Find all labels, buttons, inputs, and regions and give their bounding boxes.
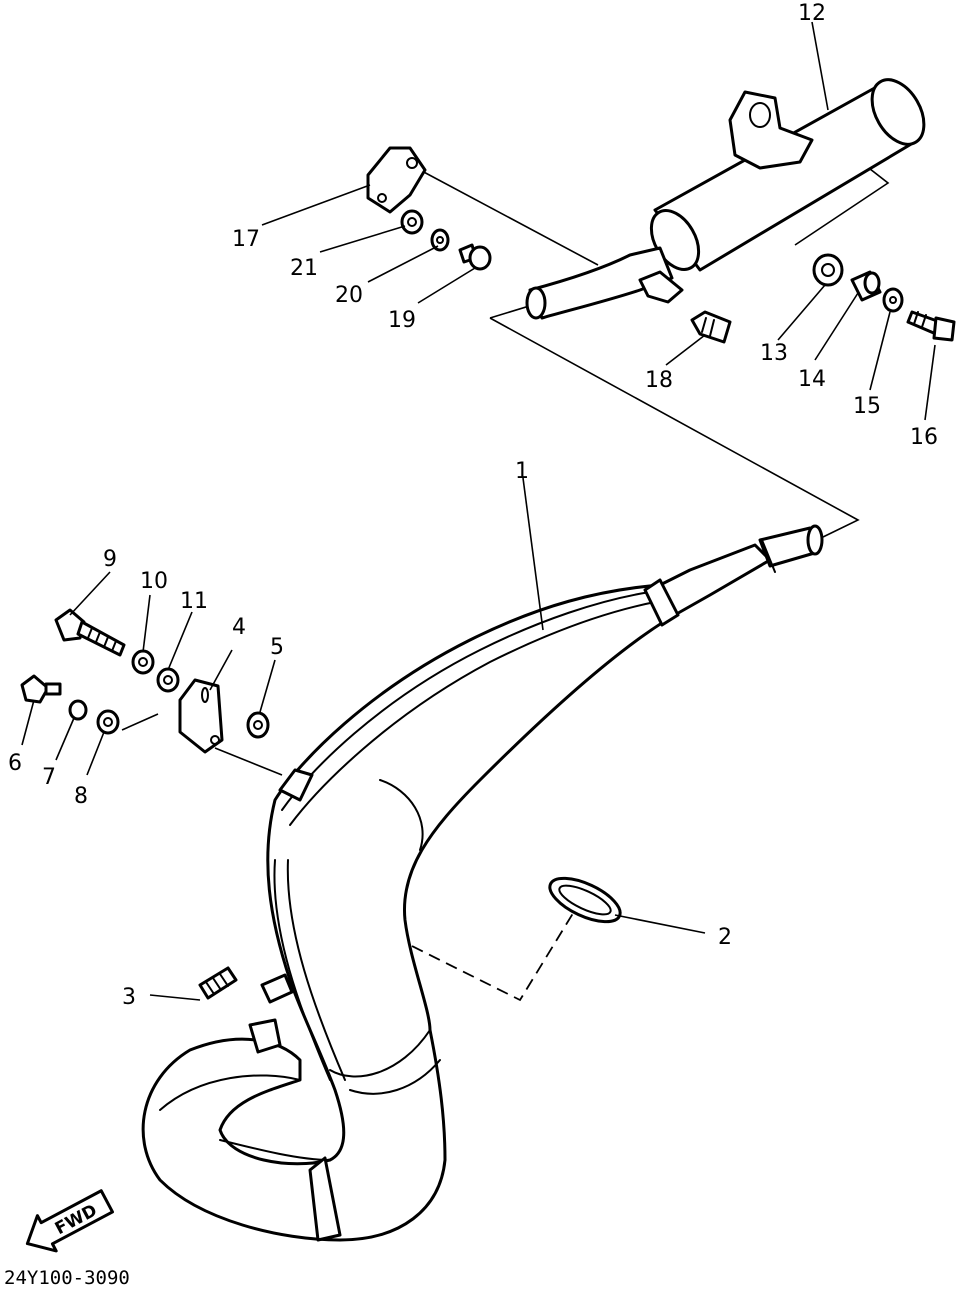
callout-19: 19: [388, 308, 416, 333]
callout-13: 13: [760, 341, 788, 366]
callout-labels: 1 2 3 4 5 6 7 8 9 10 11 12 13 14 15 16 1…: [8, 1, 938, 1010]
bolt-19: [458, 243, 492, 271]
spring: [198, 966, 238, 1000]
callout-3: 3: [122, 985, 136, 1010]
callout-1: 1: [515, 459, 529, 484]
fwd-arrow-icon: FWD: [25, 1189, 114, 1253]
callout-10: 10: [140, 569, 168, 594]
callout-17: 17: [232, 227, 260, 252]
diagram-code: 24Y100-3090: [4, 1267, 130, 1289]
washer-8: [96, 709, 120, 735]
bolt-9: [54, 608, 126, 657]
collar-14: [850, 270, 882, 302]
washer-11: [156, 667, 180, 693]
collar-5: [246, 711, 270, 739]
washer-10: [131, 649, 155, 675]
bolt-18: [690, 310, 732, 344]
bolt-6: [20, 674, 62, 704]
callout-7: 7: [42, 765, 56, 790]
callout-16: 16: [910, 425, 938, 450]
bracket-17: [366, 146, 427, 214]
callout-2: 2: [718, 925, 732, 950]
callout-21: 21: [290, 256, 318, 281]
callout-20: 20: [335, 283, 363, 308]
silencer: [525, 78, 926, 320]
callout-12: 12: [798, 1, 826, 26]
assembly-guide-lines: [121, 129, 890, 1011]
washer-7: [68, 699, 88, 721]
callout-18: 18: [645, 368, 673, 393]
callout-11: 11: [180, 589, 208, 614]
callout-15: 15: [853, 394, 881, 419]
bracket: [178, 678, 224, 754]
bolt-16: [906, 310, 956, 342]
callout-8: 8: [74, 784, 88, 809]
callout-9: 9: [103, 547, 117, 572]
grommet-13: [812, 253, 844, 287]
expansion-chamber: [141, 524, 824, 1242]
callout-4: 4: [232, 615, 246, 640]
gasket: [548, 876, 622, 924]
leader-lines: [21, 21, 936, 1001]
callout-5: 5: [270, 635, 284, 660]
washer-15: [882, 287, 904, 313]
washer-20: [430, 228, 450, 252]
callout-14: 14: [798, 367, 826, 392]
collar-21: [400, 209, 424, 235]
callout-6: 6: [8, 751, 22, 776]
